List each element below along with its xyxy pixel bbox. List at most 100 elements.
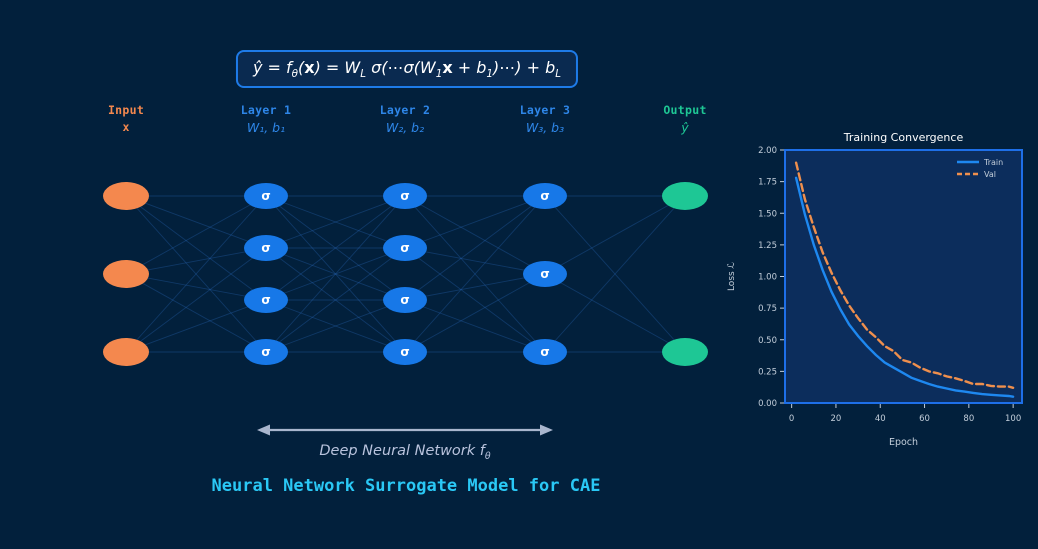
node-activation-label: σ: [261, 293, 270, 307]
formula-segment: ŷ = f: [252, 58, 292, 77]
column-label: Layer 1: [240, 103, 292, 117]
network-edge: [125, 195, 267, 275]
network-edge: [265, 195, 406, 353]
network-edge: [125, 247, 267, 275]
network-edge: [265, 247, 406, 353]
formula-segment: + b: [452, 58, 487, 77]
network-edge: [125, 195, 267, 301]
network-edge: [125, 195, 267, 353]
network-edge: [404, 247, 546, 275]
series-train-line: [794, 176, 1015, 398]
network-edge: [404, 247, 546, 353]
column-sublabel: x: [122, 120, 130, 134]
network-node-hidden-1: [244, 183, 288, 209]
column-label: Output: [663, 103, 707, 117]
formula-subscript: L: [555, 68, 562, 81]
y-axis-label: Loss ℒ: [727, 262, 737, 291]
formula-segment: σ(⋯σ(W: [366, 58, 436, 77]
column-header-input: Input x: [61, 103, 191, 134]
legend-label-val: Val: [984, 170, 996, 179]
network-edge: [404, 299, 546, 353]
node-activation-label: σ: [261, 241, 270, 255]
dnn-arrow-head-left: [257, 424, 270, 436]
network-edge: [125, 273, 267, 353]
network-edge: [265, 247, 406, 301]
network-edge: [544, 195, 686, 353]
y-axis-tick-label: 2.00: [758, 146, 777, 156]
network-edge: [404, 195, 546, 353]
network-edge: [265, 247, 406, 353]
legend-label-train: Train: [983, 158, 1003, 167]
network-edge: [125, 195, 267, 249]
network-edge: [404, 195, 546, 353]
x-axis-tick-label: 40: [875, 414, 886, 424]
formula-subscript: θ: [291, 68, 299, 81]
network-node-output: [662, 338, 708, 366]
chart-plot-area: [784, 149, 1023, 404]
y-axis-tick-label: 0.75: [758, 304, 777, 314]
dnn-arrow-label-subscript: θ: [484, 450, 491, 462]
figure-title: Neural Network Surrogate Model for CAE: [211, 476, 601, 496]
network-edge: [125, 195, 267, 353]
y-axis-tick-label: 1.00: [758, 273, 777, 283]
network-edge: [544, 273, 686, 353]
network-edge: [544, 195, 686, 275]
column-label: Layer 3: [519, 103, 571, 117]
x-axis-tick-label: 60: [919, 414, 930, 424]
network-edge: [404, 195, 546, 249]
formula-segment: x: [442, 58, 453, 77]
network-edge: [404, 195, 546, 275]
x-axis-tick-label: 80: [963, 414, 974, 424]
column-header-layer1: Layer 1 W₁, b₁: [201, 103, 331, 135]
y-axis-tick-label: 1.75: [758, 178, 777, 188]
network-edge: [265, 195, 406, 249]
network-node-hidden-2: [383, 339, 427, 365]
column-label: Input: [107, 103, 145, 117]
dnn-arrow-label: Deep Neural Network fθ: [319, 443, 490, 462]
dnn-arrow-head-right: [540, 424, 553, 436]
network-node-hidden-2: [383, 183, 427, 209]
column-sublabel: W₃, b₃: [525, 120, 565, 135]
network-node-hidden-1: [244, 235, 288, 261]
y-axis-tick-label: 1.50: [758, 209, 777, 219]
node-activation-label: σ: [261, 189, 270, 203]
formula-box: ŷ = fθ(x) = WL σ(⋯σ(W1x + b1)⋯) + bL: [235, 50, 579, 89]
network-node-hidden-2: [383, 235, 427, 261]
network-node-hidden-2: [383, 287, 427, 313]
network-edge: [265, 299, 406, 353]
formula-text: ŷ = fθ(x) = WL σ(⋯σ(W1x + b1)⋯) + bL: [252, 58, 562, 81]
node-activation-label: σ: [400, 293, 409, 307]
formula-segment: ) = W: [314, 58, 361, 77]
column-header-layer3: Layer 3 W₃, b₃: [480, 103, 610, 135]
x-axis-tick-label: 100: [1005, 414, 1021, 424]
network-edge: [404, 273, 546, 353]
column-header-layer2: Layer 2 W₂, b₂: [340, 103, 470, 135]
x-axis-tick-label: 20: [831, 414, 842, 424]
network-node-hidden-3: [523, 339, 567, 365]
column-label: Layer 2: [379, 103, 431, 117]
node-activation-label: σ: [540, 189, 549, 203]
formula-segment: (: [298, 58, 305, 77]
network-edge: [265, 195, 406, 301]
column-sublabel: ŷ: [681, 120, 689, 135]
formula-segment: )⋯) + b: [493, 58, 556, 77]
column-sublabel: W₂, b₂: [385, 120, 425, 135]
network-node-hidden-1: [244, 287, 288, 313]
network-node-hidden-3: [523, 183, 567, 209]
column-header-output: Output ŷ: [620, 103, 750, 135]
dnn-arrow-label-text: Deep Neural Network f: [319, 443, 485, 459]
node-activation-label: σ: [261, 345, 270, 359]
column-sublabel: W₁, b₁: [246, 120, 286, 135]
y-axis-tick-label: 0.50: [758, 336, 777, 346]
formula-subscript: 1: [486, 68, 494, 81]
network-edge: [265, 195, 406, 301]
series-val-line: [794, 161, 1015, 389]
node-activation-label: σ: [400, 189, 409, 203]
x-axis-label: Epoch: [889, 437, 918, 448]
network-edge: [404, 273, 546, 301]
chart-title: Training Convergence: [843, 131, 964, 144]
node-activation-label: σ: [540, 267, 549, 281]
network-node-hidden-1: [244, 339, 288, 365]
